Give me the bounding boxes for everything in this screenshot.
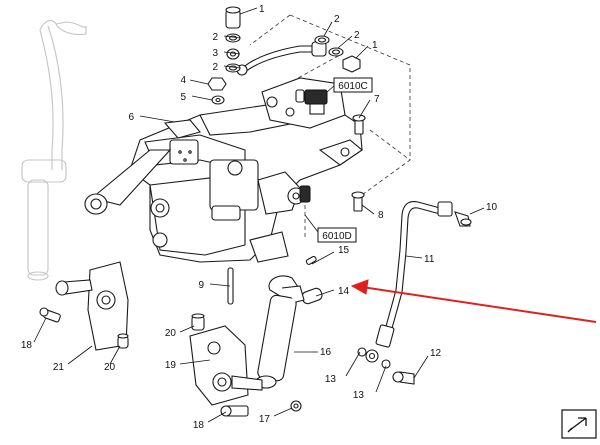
control-valve (209, 159, 311, 263)
callout-13-a: 13 (325, 374, 337, 385)
callout-13-b: 13 (353, 390, 365, 401)
callout-6: 6 (128, 112, 134, 123)
callout-2-a: 2 (212, 32, 218, 43)
bracket-19 (189, 313, 263, 417)
callout-20-a: 20 (104, 362, 116, 373)
callout-12: 12 (430, 348, 442, 359)
callout-2-d: 2 (354, 30, 360, 41)
callout-14: 14 (338, 286, 350, 297)
ref-label-6010d: 6010D (322, 231, 351, 242)
hose-11 (375, 201, 472, 348)
ref-box-6010c: 6010C (333, 77, 373, 93)
ref-label-6010c: 6010C (338, 81, 367, 92)
callout-2-b: 2 (212, 62, 218, 73)
callout-10: 10 (486, 202, 498, 213)
callout-20-b: 20 (165, 328, 177, 339)
callout-21: 21 (53, 362, 65, 373)
callout-labels: 1 2 3 2 4 5 6 2 2 1 7 8 9 10 11 12 13 13… (21, 4, 498, 431)
callout-1-right: 1 (372, 40, 378, 51)
callout-5: 5 (180, 92, 186, 103)
next-page-arrow-icon[interactable] (561, 409, 597, 439)
assembly-guides (249, 14, 411, 238)
callout-4: 4 (180, 75, 186, 86)
callout-19: 19 (165, 360, 177, 371)
callout-9: 9 (198, 280, 204, 291)
callout-18-b: 18 (193, 420, 205, 431)
callout-8: 8 (378, 210, 384, 221)
callout-15: 15 (338, 245, 350, 256)
callout-18-a: 18 (21, 340, 33, 351)
lift-cylinder (255, 275, 305, 389)
washers-bolt-12 (357, 347, 415, 385)
bracket-21 (39, 261, 129, 351)
callout-1-top: 1 (259, 4, 265, 15)
washer-17 (290, 400, 302, 412)
callout-3: 3 (212, 48, 218, 59)
pins (227, 255, 323, 305)
red-pointer-arrow (350, 279, 597, 323)
callout-17: 17 (259, 414, 271, 425)
callout-7: 7 (374, 94, 380, 105)
ghost-lift-linkage (21, 20, 87, 281)
ref-box-6010d: 6010D (317, 227, 357, 243)
callout-16: 16 (320, 347, 332, 358)
callout-11: 11 (424, 254, 435, 265)
callout-2-c: 2 (334, 14, 340, 25)
leader-lines (33, 7, 485, 423)
bolts-7-8 (351, 114, 366, 212)
top-hydraulic-line (207, 6, 361, 105)
